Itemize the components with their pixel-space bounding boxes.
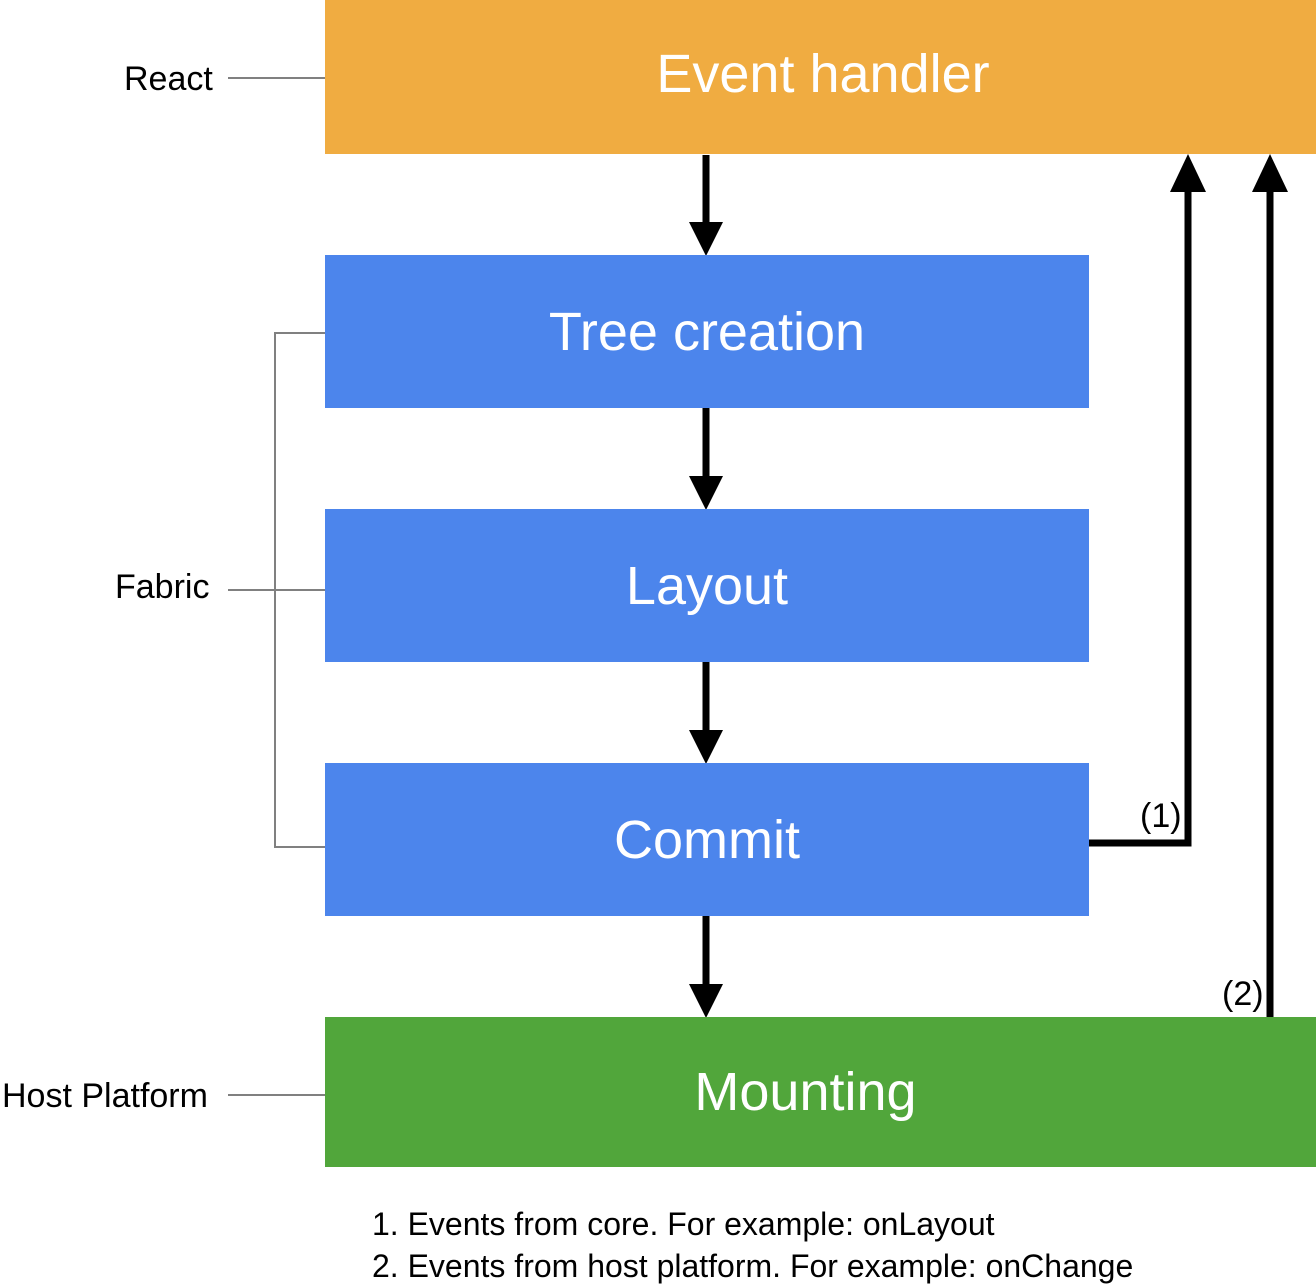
arrow-event-handler-to-tree-creation	[689, 155, 723, 256]
arrow-layout-to-commit	[689, 662, 723, 764]
node-layout-label: Layout	[625, 555, 789, 616]
legend: 1. Events from core. For example: onLayo…	[372, 1203, 1133, 1286]
node-mounting-label: Mounting	[694, 1062, 917, 1122]
legend-item-2: 2. Events from host platform. For exampl…	[372, 1248, 1134, 1284]
feedback-ref-1-label: (1)	[1140, 797, 1182, 835]
node-event-handler-label: Event handler	[656, 44, 990, 104]
node-layout[interactable]: Layout	[325, 509, 1089, 662]
node-tree-creation[interactable]: Tree creation	[325, 255, 1089, 408]
feedback-arrow-1-commit-to-event-handler	[1085, 154, 1206, 847]
node-tree-creation-label: Tree creation	[548, 301, 866, 362]
legend-item-1: 1. Events from core. For example: onLayo…	[372, 1206, 995, 1242]
layer-label-fabric: Fabric	[115, 568, 210, 606]
layer-label-react: React	[124, 60, 213, 98]
feedback-arrow-2-mounting-to-event-handler	[1252, 154, 1288, 1018]
node-event-handler[interactable]: Event handler	[325, 0, 1316, 154]
layer-label-host-platform: Host Platform	[2, 1077, 208, 1115]
arrow-tree-creation-to-layout	[689, 408, 723, 510]
feedback-ref-2-label: (2)	[1222, 975, 1264, 1013]
node-commit[interactable]: Commit	[325, 763, 1089, 916]
node-commit-label: Commit	[614, 809, 800, 870]
arrow-commit-to-mounting	[689, 916, 723, 1018]
node-mounting[interactable]: Mounting	[325, 1017, 1316, 1167]
fabric-bracket	[228, 332, 325, 848]
